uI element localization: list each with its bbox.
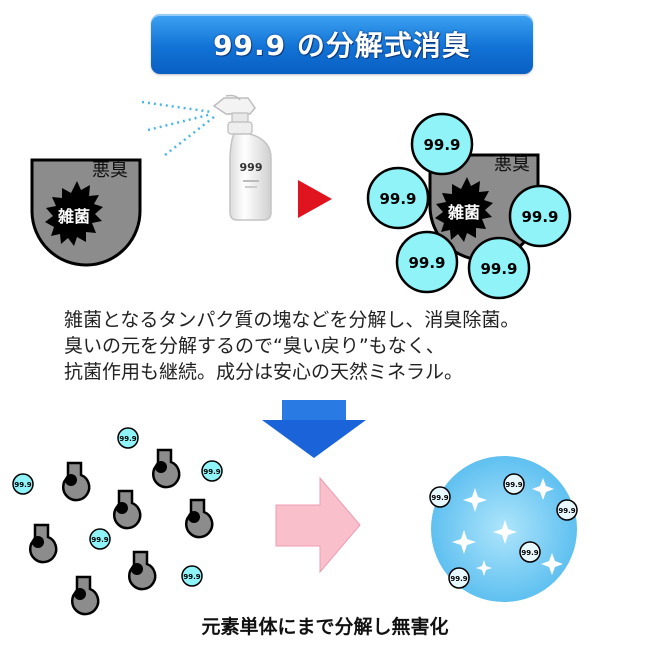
particle-label: 99.9 xyxy=(379,190,416,208)
blue-down-arrow-icon xyxy=(262,400,366,458)
particle-label: 99.9 xyxy=(521,208,558,226)
germ-label-left: 雑菌 xyxy=(57,207,90,226)
description-block: 雑菌となるタンパク質の塊などを分解し、消臭除菌。 臭いの元を分解するので“臭い戻… xyxy=(64,307,624,385)
germ-left xyxy=(45,181,103,246)
scattered-drops xyxy=(28,448,214,616)
small-particle-label: 99.9 xyxy=(14,481,31,489)
small-particles-right xyxy=(429,473,578,589)
odor-label-right: 悪臭 xyxy=(494,154,530,175)
sparkle-icon xyxy=(452,478,563,576)
particle-label: 99.9 xyxy=(480,260,517,278)
scattered-drop-dots xyxy=(32,461,200,600)
particle-cluster xyxy=(366,112,572,300)
particle-label: 99.9 xyxy=(423,136,460,154)
red-arrow-icon xyxy=(298,180,332,218)
small-particle-label: 99.9 xyxy=(203,468,220,476)
title-banner: 99.9 の分解式消臭 xyxy=(151,14,533,74)
description-line: 抗菌作用も継続。成分は安心の天然ミネラル。 xyxy=(64,361,464,383)
pink-arrow-icon xyxy=(275,476,361,574)
particle-label: 99.9 xyxy=(408,254,445,272)
small-particles-left xyxy=(12,427,223,587)
small-particle-label: 99.9 xyxy=(119,435,136,443)
small-particle-label: 99.9 xyxy=(183,573,200,581)
bottle-label: 999 xyxy=(240,161,263,174)
small-particle-label: 99.9 xyxy=(450,575,467,583)
germ-label-right: 雑菌 xyxy=(447,203,480,222)
small-particle-label: 99.9 xyxy=(505,481,522,489)
mist-icon xyxy=(141,100,215,156)
small-particle-label: 99.9 xyxy=(521,549,538,557)
small-particle-label: 99.9 xyxy=(558,507,575,515)
description-line: 雑菌となるタンパク質の塊などを分解し、消臭除菌。 xyxy=(64,309,520,331)
small-particle-label: 99.9 xyxy=(431,494,448,502)
page-title: 99.9 の分解式消臭 xyxy=(213,29,471,62)
bottom-caption: 元素単体にまで分解し無害化 xyxy=(201,616,449,638)
odor-label-left: 悪臭 xyxy=(92,160,128,181)
small-particle-label: 99.9 xyxy=(91,536,108,544)
spray-bottle-icon xyxy=(212,94,272,221)
germ-right xyxy=(435,177,493,242)
description-line: 臭いの元を分解するので“臭い戻り”もなく、 xyxy=(64,335,445,357)
